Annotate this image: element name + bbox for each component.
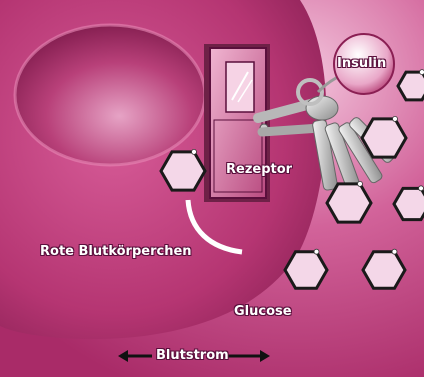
red-blood-cells-label: Rote Blutkörperchen	[40, 244, 192, 259]
insulin-label: Insulin	[337, 56, 386, 71]
glucose-bond-dot	[192, 149, 197, 154]
glucose-hexagon	[327, 184, 371, 222]
glucose-hexagon	[398, 72, 424, 100]
glucose-bond-dot	[393, 116, 398, 121]
receptor-label: Rezeptor	[226, 162, 292, 177]
receptor-door	[204, 44, 270, 202]
glucose-bond-dot	[314, 249, 319, 254]
glucose-bond-dot	[420, 70, 424, 75]
glucose-label: Glucose	[234, 304, 292, 319]
glucose-hexagon	[161, 152, 205, 190]
glucose-bond-dot	[392, 249, 397, 254]
glucose-hexagon	[285, 252, 327, 288]
glucose-bond-dot	[358, 181, 363, 186]
glucose-hexagon	[363, 252, 405, 288]
blood-flow-label: Blutstrom	[156, 348, 229, 363]
glucose-hexagon	[362, 119, 406, 157]
glucose-bond-dot	[419, 186, 424, 191]
